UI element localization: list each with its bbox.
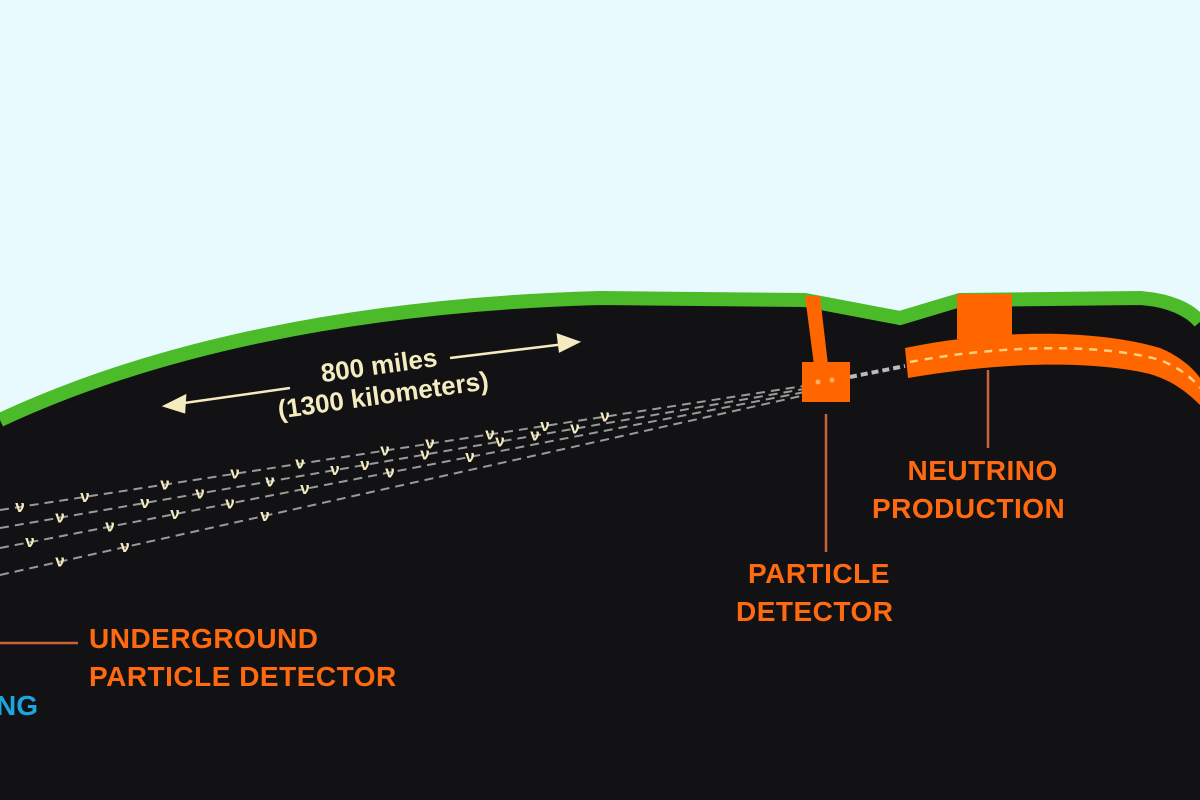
neutrino-symbol: ν bbox=[495, 432, 504, 451]
neutrino-symbol: ν bbox=[120, 537, 129, 556]
neutrino-production-label: NEUTRINO PRODUCTION bbox=[872, 452, 1065, 528]
neutrino-symbol: ν bbox=[105, 517, 114, 536]
neutrino-symbol: ν bbox=[485, 424, 494, 443]
neutrino-symbol: ν bbox=[600, 407, 609, 426]
label-line: PRODUCTION bbox=[872, 493, 1066, 524]
neutrino-symbol: ν bbox=[420, 445, 429, 464]
label-line: DETECTOR bbox=[736, 596, 894, 627]
neutrino-symbol: ν bbox=[80, 487, 89, 506]
distance-arrow bbox=[161, 333, 582, 414]
label-line: UNDERGROUND bbox=[89, 623, 319, 654]
neutrino-symbol: ν bbox=[170, 504, 179, 523]
surface-line bbox=[0, 290, 1200, 427]
neutrino-beam-line bbox=[0, 390, 811, 549]
neutrino-beams bbox=[0, 364, 906, 576]
neutrino-beam-line bbox=[849, 364, 906, 379]
neutrino-beam-line bbox=[0, 384, 811, 511]
neutrino-symbol: ν bbox=[160, 475, 169, 494]
neutrino-symbol: ν bbox=[295, 454, 304, 473]
particle-detector-structure bbox=[802, 296, 850, 402]
neutrino-symbol: ν bbox=[265, 471, 274, 490]
neutrino-symbol: ν bbox=[230, 464, 239, 483]
neutrino-production-facility bbox=[905, 294, 1200, 405]
neutrino-symbol: ν bbox=[195, 483, 204, 502]
neutrino-symbol: ν bbox=[380, 441, 389, 460]
neutrino-symbol: ν bbox=[570, 419, 579, 438]
neutrino-symbol: ν bbox=[540, 416, 549, 435]
neutrino-symbol: ν bbox=[385, 462, 394, 481]
neutrino-symbol: ν bbox=[330, 460, 339, 479]
neutrino-symbol: ν bbox=[15, 497, 24, 516]
neutrino-symbol: ν bbox=[360, 455, 369, 474]
neutrino-beam-line bbox=[0, 387, 811, 529]
ground bbox=[0, 298, 1200, 800]
particle-detector-label: PARTICLE DETECTOR bbox=[736, 555, 894, 631]
neutrino-symbol: ν bbox=[225, 493, 234, 512]
neutrino-symbol: ν bbox=[465, 447, 474, 466]
label-line: NEUTRINO bbox=[907, 455, 1058, 486]
label-line: PARTICLE bbox=[748, 558, 890, 589]
neutrino-symbol: ν bbox=[55, 552, 64, 571]
underground-detector-label: UNDERGROUND PARTICLE DETECTOR bbox=[89, 620, 397, 696]
label-line: PARTICLE DETECTOR bbox=[89, 661, 397, 692]
partial-blue-label: NG bbox=[0, 690, 38, 721]
neutrino-symbol: ν bbox=[530, 426, 539, 445]
neutrino-symbol: ν bbox=[140, 493, 149, 512]
neutrino-symbol: ν bbox=[55, 508, 64, 527]
neutrino-symbol: ν bbox=[425, 434, 434, 453]
neutrino-symbol: ν bbox=[25, 532, 34, 551]
neutrino-symbol: ν bbox=[260, 506, 269, 525]
neutrino-symbol: ν bbox=[300, 479, 309, 498]
neutrino-beam-line bbox=[0, 393, 811, 576]
